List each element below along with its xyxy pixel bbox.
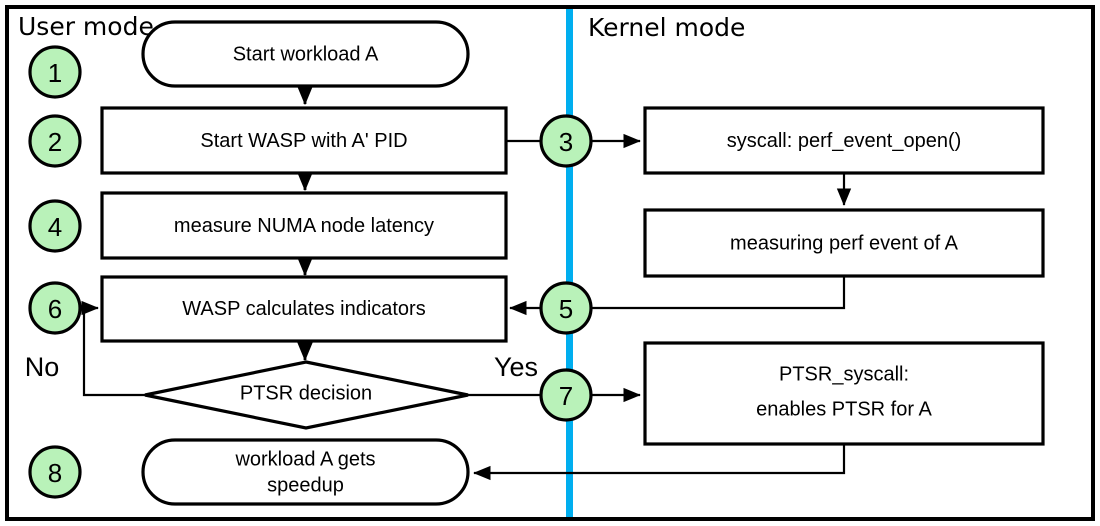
node-measuring-perf-event-shape (643, 208, 1045, 278)
node-workload-speedup-shape (141, 438, 470, 506)
node-syscall-perf-event-open[interactable]: syscall: perf_event_open() (643, 106, 1045, 175)
lane-label-kernel: Kernel mode (588, 13, 745, 42)
node-start-wasp[interactable]: Start WASP with A' PID (100, 106, 508, 175)
node-workload-speedup-label-line2: speedup (267, 474, 344, 496)
lane-label-user: User mode (18, 12, 154, 41)
node-ptsr-syscall-label-line1: PTSR_syscall: (779, 363, 909, 385)
node-measure-numa-latency-label: measure NUMA node latency (174, 215, 434, 237)
connector-measuring-to-step5 (591, 276, 846, 310)
node-ptsr-decision[interactable]: PTSR decision (144, 360, 469, 430)
node-wasp-calculates-indicators-shape (100, 275, 508, 343)
node-measuring-perf-event[interactable]: measuring perf event of A (643, 208, 1045, 278)
step-marker-7-circle (539, 368, 593, 422)
step-marker-6[interactable]: 6 (28, 281, 82, 335)
step-marker-4-number: 4 (48, 212, 62, 242)
step-marker-2-number: 2 (48, 127, 62, 157)
connector-decision-no-loop (81, 300, 145, 397)
node-wasp-calculates-indicators[interactable]: WASP calculates indicators (100, 275, 508, 343)
node-measuring-perf-event-label: measuring perf event of A (730, 232, 959, 254)
step-marker-6-circle (28, 281, 82, 335)
branch-label-yes: Yes (494, 352, 538, 382)
outer-frame (5, 5, 1095, 521)
step-marker-3-circle (539, 114, 593, 168)
step-marker-4-circle (28, 199, 82, 253)
step-marker-8[interactable]: 8 (28, 445, 82, 499)
step-marker-8-number: 8 (48, 458, 62, 488)
step-marker-1-number: 1 (48, 58, 62, 88)
node-start-workload-shape (141, 20, 470, 88)
node-ptsr-syscall-label-line2: enables PTSR for A (756, 398, 932, 420)
step-marker-2[interactable]: 2 (28, 114, 82, 168)
step-marker-3[interactable]: 3 (539, 114, 593, 168)
step-marker-5[interactable]: 5 (539, 281, 593, 335)
node-ptsr-syscall[interactable]: PTSR_syscall: enables PTSR for A (643, 341, 1045, 446)
node-measure-numa-latency-shape (100, 191, 508, 260)
step-marker-1[interactable]: 1 (28, 45, 82, 99)
step-marker-8-circle (28, 445, 82, 499)
step-marker-7[interactable]: 7 (539, 368, 593, 422)
step-marker-5-number: 5 (559, 294, 573, 324)
step-marker-5-circle (539, 281, 593, 335)
step-marker-4[interactable]: 4 (28, 199, 82, 253)
step-marker-6-number: 6 (48, 294, 62, 324)
node-start-workload-label: Start workload A (233, 43, 379, 65)
step-marker-1-circle (28, 45, 82, 99)
step-marker-3-number: 3 (559, 127, 573, 157)
connector-ptsrsyscall-to-speedup (473, 444, 846, 481)
node-syscall-perf-event-open-label: syscall: perf_event_open() (727, 130, 962, 152)
node-workload-speedup-label-line1: workload A gets (234, 448, 375, 470)
node-wasp-calculates-indicators-label: WASP calculates indicators (182, 298, 425, 320)
node-ptsr-syscall-shape (643, 341, 1045, 446)
node-workload-speedup[interactable]: workload A gets speedup (141, 438, 470, 506)
node-ptsr-decision-shape (144, 360, 469, 430)
branch-label-no: No (25, 352, 60, 382)
node-start-workload[interactable]: Start workload A (141, 20, 470, 88)
node-ptsr-decision-label: PTSR decision (240, 382, 372, 404)
step-marker-2-circle (28, 114, 82, 168)
node-measure-numa-latency[interactable]: measure NUMA node latency (100, 191, 508, 260)
step-marker-7-number: 7 (559, 381, 573, 411)
node-syscall-perf-event-open-shape (643, 106, 1045, 175)
node-start-wasp-shape (100, 106, 508, 175)
node-start-wasp-label: Start WASP with A' PID (200, 130, 407, 152)
